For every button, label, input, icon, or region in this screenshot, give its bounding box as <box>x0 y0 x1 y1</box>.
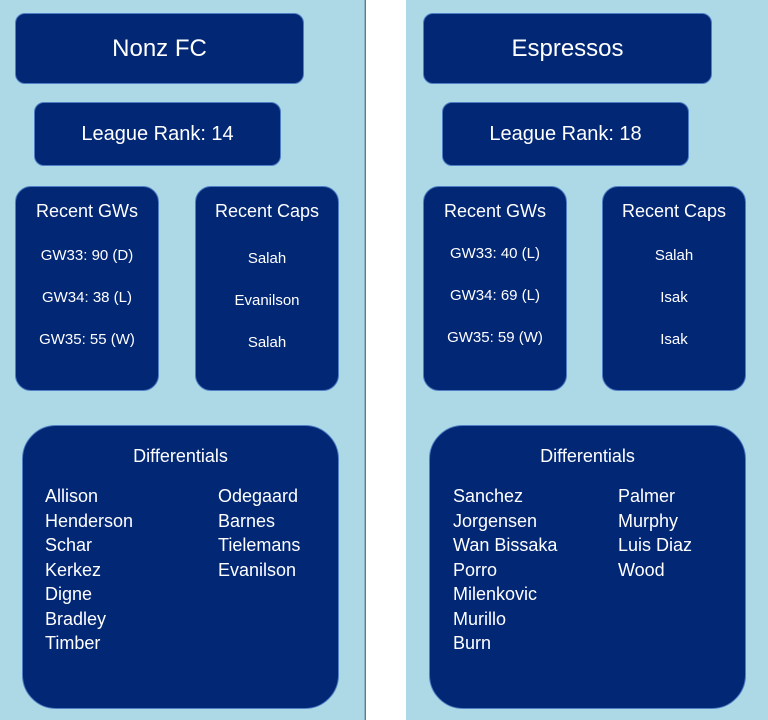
differential-player: Henderson <box>45 510 134 531</box>
differentials-column-1: Sanchez Jorgensen Wan Bissaka Porro Mile… <box>453 484 557 656</box>
differentials-title: Differentials <box>540 446 635 466</box>
differentials-column-2: Palmer Murphy Luis Diaz Wood <box>618 484 692 582</box>
gw-result: GW33: 40 (L) <box>449 245 541 262</box>
gw-result: GW34: 38 (L) <box>41 289 133 306</box>
recent-caps-title: Recent Caps <box>214 201 320 221</box>
differential-player: Odegaard <box>218 486 299 506</box>
captain-name: Isak <box>660 289 688 306</box>
gw-result: GW34: 69 (L) <box>449 287 541 304</box>
recent-gws-box: Recent GWs GW33: 90 (D) GW34: 38 (L) GW3… <box>15 186 159 391</box>
league-rank: League Rank: 18 <box>489 122 642 145</box>
differential-player: Palmer <box>618 486 676 506</box>
team-name: Nonz FC <box>112 34 207 62</box>
differential-player: Porro <box>453 559 498 580</box>
league-rank-box: League Rank: 14 <box>34 102 281 166</box>
differential-player: Schar <box>45 535 93 555</box>
team-name: Espressos <box>511 34 624 62</box>
captain-name: Salah <box>247 334 287 351</box>
differential-player: Murillo <box>453 608 507 629</box>
captain-name: Isak <box>660 331 688 348</box>
differential-player: Bradley <box>45 608 107 629</box>
recent-caps-box: Recent Caps Salah Evanilson Salah <box>195 186 339 391</box>
differential-player: Allison <box>45 486 99 506</box>
divider-line <box>365 0 366 720</box>
league-rank: League Rank: 14 <box>81 122 234 145</box>
differential-player: Sanchez <box>453 486 524 506</box>
recent-gws-title: Recent GWs <box>443 201 547 221</box>
gw-result: GW35: 59 (W) <box>447 329 543 346</box>
differentials-column-1: Allison Henderson Schar Kerkez Digne Bra… <box>45 484 133 656</box>
panel-divider <box>365 0 406 720</box>
team-name-box: Nonz FC <box>15 13 304 84</box>
differential-player: Wan Bissaka <box>453 535 558 555</box>
team-panel-right: Espressos League Rank: 18 Recent GWs GW3… <box>406 0 768 720</box>
differential-player: Timber <box>45 633 101 653</box>
recent-gws-box: Recent GWs GW33: 40 (L) GW34: 69 (L) GW3… <box>423 186 567 391</box>
differential-player: Digne <box>45 584 93 604</box>
differential-player: Tielemans <box>218 535 301 555</box>
recent-gws-title: Recent GWs <box>35 201 139 221</box>
captain-name: Salah <box>247 250 287 267</box>
team-panel-left: Nonz FC League Rank: 14 Recent GWs GW33:… <box>0 0 365 720</box>
differential-player: Milenkovic <box>453 584 538 604</box>
differential-player: Burn <box>453 633 492 653</box>
differential-player: Murphy <box>618 510 679 531</box>
differential-player: Wood <box>618 559 665 580</box>
recent-caps-box: Recent Caps Salah Isak Isak <box>602 186 746 391</box>
differentials-box: Differentials Sanchez Jorgensen Wan Biss… <box>429 425 746 709</box>
differentials-column-2: Odegaard Barnes Tielemans Evanilson <box>218 484 300 582</box>
team-name-box: Espressos <box>423 13 712 84</box>
differential-player: Kerkez <box>45 559 102 580</box>
recent-caps-title: Recent Caps <box>621 201 727 221</box>
differential-player: Luis Diaz <box>618 535 693 555</box>
differential-player: Jorgensen <box>453 510 538 531</box>
differentials-box: Differentials Allison Henderson Schar Ke… <box>22 425 339 709</box>
captain-name: Salah <box>654 247 694 264</box>
gw-result: GW33: 90 (D) <box>40 247 134 264</box>
league-rank-box: League Rank: 18 <box>442 102 689 166</box>
differential-player: Evanilson <box>218 559 297 580</box>
gw-result: GW35: 55 (W) <box>39 331 135 348</box>
differentials-title: Differentials <box>133 446 228 466</box>
captain-name: Evanilson <box>234 292 300 309</box>
differential-player: Barnes <box>218 510 276 531</box>
